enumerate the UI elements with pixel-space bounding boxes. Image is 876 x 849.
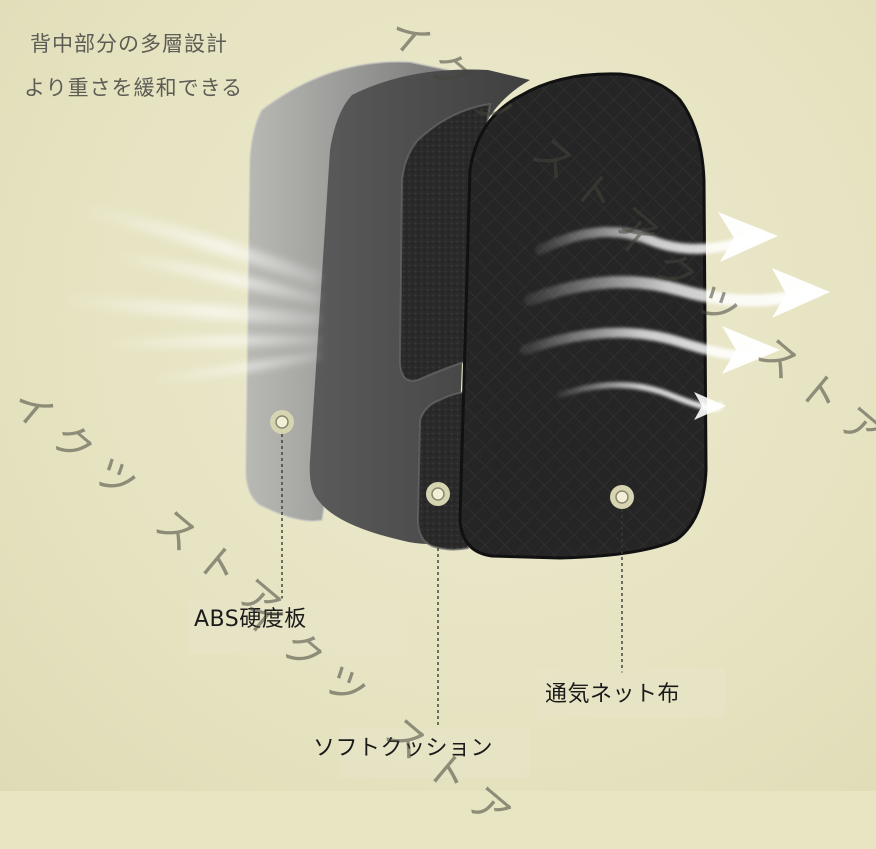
- layered-back-pad-illustration: [59, 60, 830, 728]
- feature-caption-line2: より重さを緩和できる: [24, 76, 244, 100]
- label-backdrop: [340, 728, 530, 778]
- feature-caption-line1: 背中部分の多層設計: [30, 32, 228, 56]
- airflow-incoming-icon: [59, 203, 323, 384]
- label-backdrop: [188, 598, 408, 654]
- mesh-fabric-layer: [458, 72, 708, 560]
- airflow-arrow-icon: [520, 212, 830, 420]
- soft-cushion-label: ソフトクッション: [313, 736, 494, 761]
- abs-board-label: ABS硬度板: [194, 607, 307, 632]
- label-backdrop: [535, 668, 725, 718]
- rivet-icon: [610, 485, 634, 509]
- leader-lines: [281, 434, 623, 728]
- rivet-icon: [426, 482, 450, 506]
- mesh-fabric-label: 通気ネット布: [545, 682, 681, 707]
- rivet-icon: [270, 410, 294, 434]
